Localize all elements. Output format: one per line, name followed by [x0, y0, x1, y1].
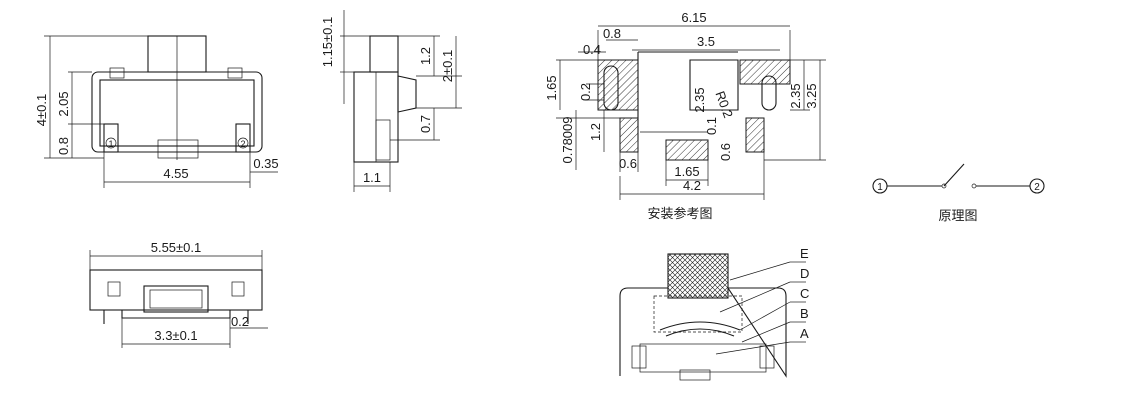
section-actuator [667, 253, 729, 299]
fp-w42-dim: 4.2 [683, 178, 701, 193]
front-view: 1 2 4±0.1 2.05 0.8 4.55 0.35 [34, 35, 279, 188]
side-base-dim: 1.1 [363, 170, 381, 185]
fp-w04-dim: 0.4 [583, 42, 601, 57]
front-mid-dim: 2.05 [56, 91, 71, 116]
bottom-width-dim: 5.55±0.1 [151, 240, 202, 255]
front-pin-width-dim: 0.35 [253, 156, 278, 171]
footprint-view: 6.15 0.8 0.4 3.5 1.65 0.2 1.2 0.78009 2.… [544, 10, 826, 221]
fp-center-dim: 3.5 [697, 34, 715, 49]
pad-right-lower [745, 117, 765, 153]
side-upper-dim: 1.2 [418, 47, 433, 65]
fp-h235b-dim: 2.35 [788, 83, 803, 108]
section-label-b: B [800, 306, 809, 321]
pad-left-lower [619, 117, 639, 153]
schematic-pin2: 2 [1034, 182, 1040, 193]
fp-radius-dim: R0.2 [712, 89, 735, 120]
fp-h165-dim: 1.65 [544, 75, 559, 100]
footprint-caption: 安装参考图 [647, 206, 712, 221]
fp-h078-dim: 0.78009 [560, 117, 575, 164]
fp-h325-dim: 3.25 [804, 83, 819, 108]
section-label-c: C [800, 286, 809, 301]
side-lower-dim: 0.7 [418, 115, 433, 133]
fp-h01-dim: 0.1 [704, 117, 719, 135]
side-view: 1.15±0.1 1.2 2±0.1 0.7 1.1 [320, 10, 462, 192]
fp-w06-dim: 0.6 [619, 156, 637, 171]
bottom-view: 5.55±0.1 3.3±0.1 0.2 [89, 240, 268, 348]
fp-w06b-dim: 0.6 [718, 143, 733, 161]
front-pin-height-dim: 0.8 [56, 137, 71, 155]
schematic: 1 2 原理图 [872, 163, 1045, 223]
bottom-gap-dim: 0.2 [231, 314, 249, 329]
pin1-label: 1 [108, 139, 113, 149]
schematic-pin1: 1 [877, 182, 883, 193]
fp-h02-dim: 0.2 [578, 83, 593, 101]
fp-total-width-dim: 6.15 [681, 10, 706, 25]
pin2-label: 2 [240, 139, 245, 149]
section-label-e: E [800, 246, 809, 261]
fp-h235a-dim: 2.35 [692, 87, 707, 112]
front-pin-span-dim: 4.55 [163, 166, 188, 181]
section-label-d: D [800, 266, 809, 281]
front-height-dim: 4±0.1 [34, 94, 49, 126]
pad-center [665, 139, 709, 161]
side-mid-dim: 2±0.1 [440, 50, 455, 82]
fp-w08-dim: 0.8 [603, 26, 621, 41]
section-label-a: A [800, 326, 809, 341]
fp-h12-dim: 1.2 [588, 123, 603, 141]
bottom-inner-dim: 3.3±0.1 [154, 328, 197, 343]
section-view: E D C B A [619, 246, 809, 381]
schematic-caption: 原理图 [938, 208, 977, 223]
fp-w165-dim: 1.65 [674, 164, 699, 179]
side-top-dim: 1.15±0.1 [320, 17, 335, 68]
pad-right-upper [739, 59, 791, 85]
